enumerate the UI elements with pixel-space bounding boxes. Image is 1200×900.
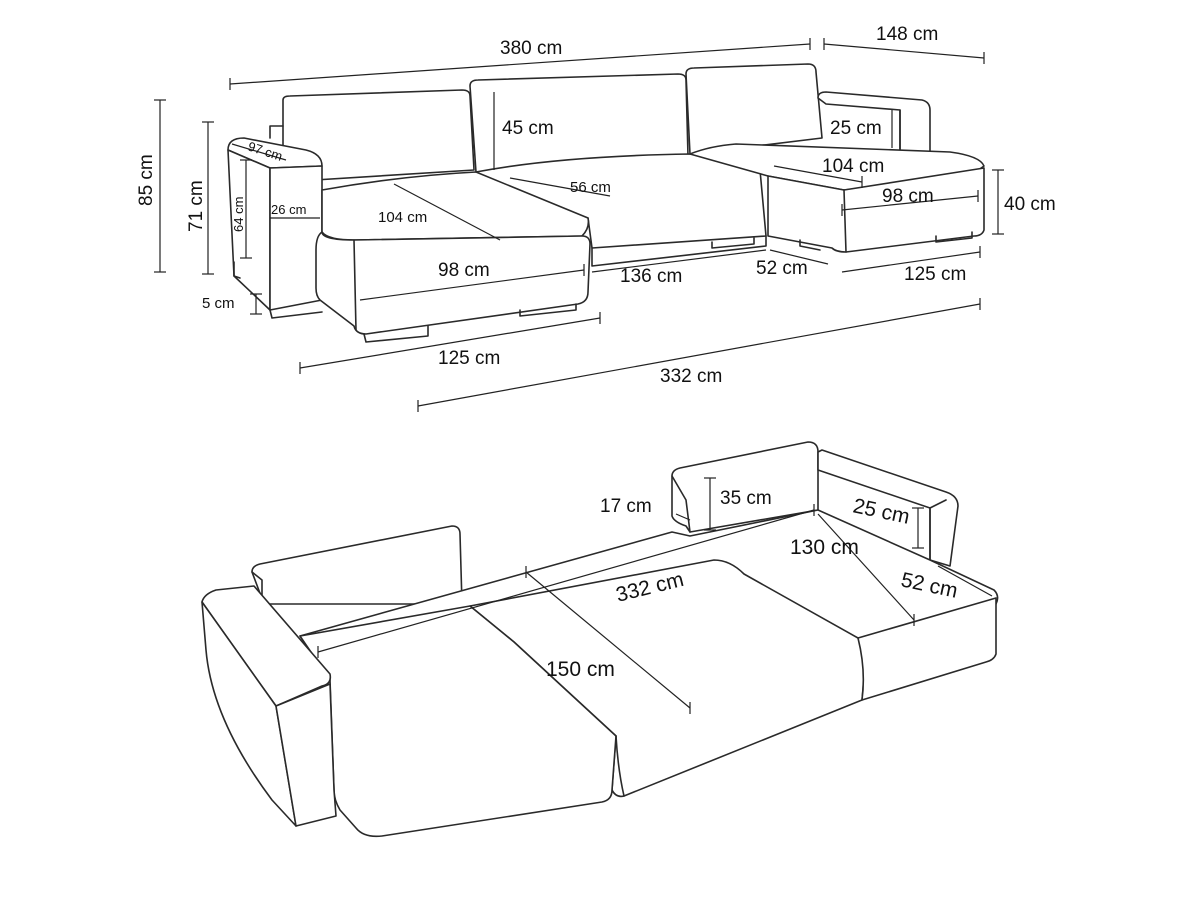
bed-front-middle <box>615 735 625 797</box>
label-chaise-left-width: 98 cm <box>438 260 490 281</box>
label-extension-depth: 130 cm <box>790 536 859 559</box>
label-height-total: 85 cm <box>136 154 157 206</box>
label-bed-back-thickness: 25 cm <box>851 494 912 528</box>
armrest-left-top <box>227 137 323 169</box>
label-chaise-left-length: 125 cm <box>438 348 500 369</box>
bed-drawing <box>201 441 999 838</box>
label-back-height: 45 cm <box>502 118 554 139</box>
chaise-left-leg3 <box>233 261 241 279</box>
chaise-right-leg <box>935 231 973 243</box>
middle-seat-leg <box>711 237 755 249</box>
top-labels: 380 cm 148 cm 85 cm 71 cm 64 cm 97 cm 26… <box>136 24 1056 387</box>
label-chaise-right-width: 98 cm <box>882 186 934 207</box>
armrest-left-side <box>269 165 323 311</box>
bed-dimensions <box>317 477 993 714</box>
label-middle-seat-depth: 56 cm <box>570 179 611 196</box>
label-side-seat-width: 52 cm <box>756 258 808 279</box>
label-chaise-left-depth: 104 cm <box>378 209 427 226</box>
chaise-right-front <box>767 167 985 253</box>
label-back-thickness: 25 cm <box>830 118 882 139</box>
label-arm-offset: 17 cm <box>600 496 652 517</box>
label-armrest-width: 26 cm <box>271 202 306 217</box>
bed-arm-left-front <box>201 601 297 827</box>
label-width-total: 380 cm <box>500 38 562 59</box>
bed-arm-right-edge <box>929 499 947 561</box>
middle-seat-front <box>591 235 767 267</box>
back-cushion-right <box>685 63 823 155</box>
label-bed-back-height: 35 cm <box>720 488 772 509</box>
sofa-drawing <box>227 63 985 343</box>
label-chaise-depth: 148 cm <box>876 24 938 45</box>
chaise-right-edge <box>843 189 847 253</box>
chaise-right-leg2 <box>799 239 821 251</box>
top-dimensions <box>154 38 1004 412</box>
bed-arm-left-side <box>275 683 337 827</box>
label-armrest-inner-height: 64 cm <box>231 197 246 232</box>
armrest-left-foot <box>269 309 323 319</box>
chaise-left-leg2 <box>519 303 577 317</box>
chaise-left-edge <box>353 239 357 331</box>
label-chaise-right-length: 125 cm <box>904 264 966 285</box>
label-seat-height: 40 cm <box>1004 194 1056 215</box>
bed-arm-left-top <box>201 585 332 707</box>
label-leg-height: 5 cm <box>202 295 235 312</box>
armrest-left-back <box>269 125 284 139</box>
armrest-right <box>817 91 931 161</box>
bed-back-left <box>251 525 463 605</box>
label-armrest-height: 71 cm <box>186 180 207 232</box>
bed-front-right <box>857 597 997 701</box>
chaise-left-leg <box>363 325 429 343</box>
chaise-left-front <box>315 231 591 335</box>
chaise-right-top <box>689 143 985 191</box>
label-seat-total-width: 332 cm <box>660 366 722 387</box>
bed-back-right-side <box>671 475 691 533</box>
label-bed-width: 150 cm <box>546 658 615 681</box>
label-middle-width: 136 cm <box>620 266 682 287</box>
label-chaise-right-depth: 104 cm <box>822 156 884 177</box>
